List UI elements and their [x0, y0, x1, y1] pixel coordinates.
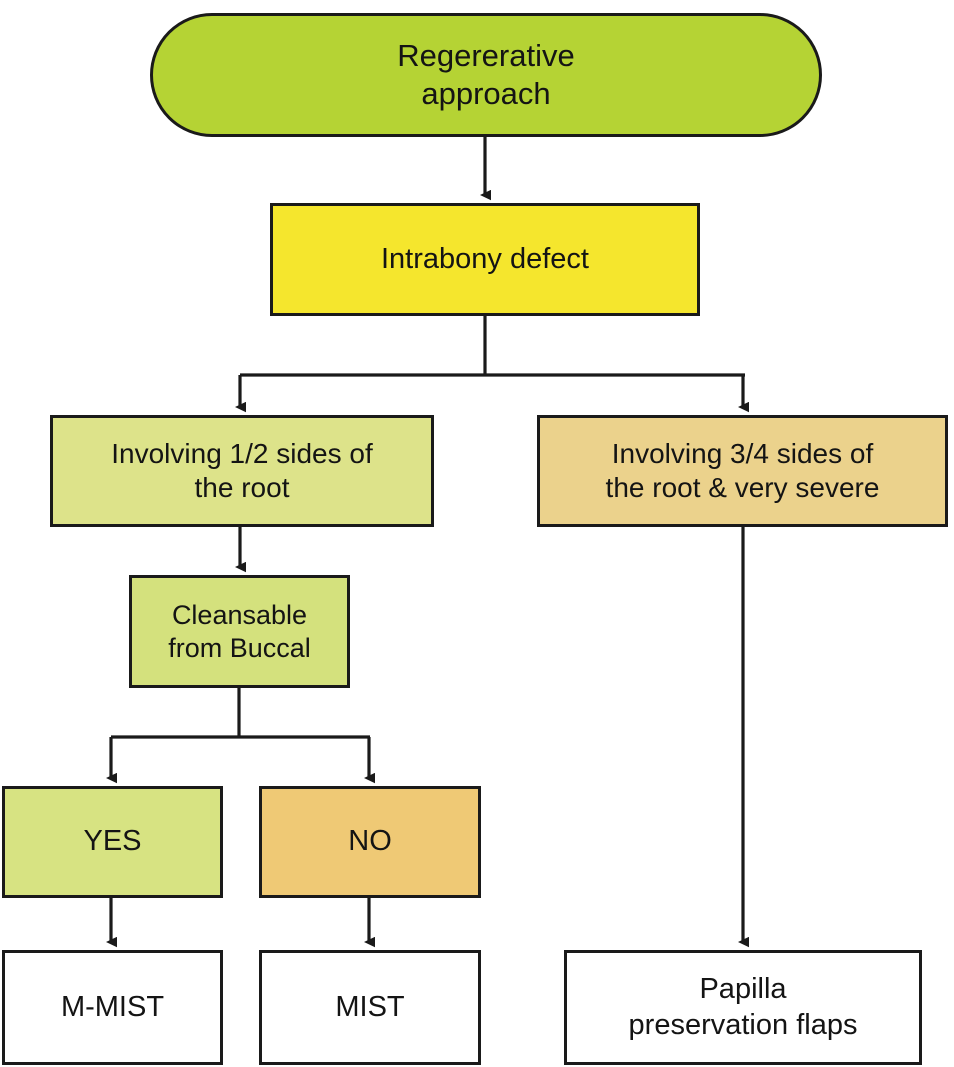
node-regererative-approach[interactable]: Regererative approach: [150, 13, 822, 137]
edge-intrabony-split: [235, 316, 749, 413]
node-yes[interactable]: YES: [2, 786, 223, 898]
node-no[interactable]: NO: [259, 786, 481, 898]
node-involving-3-4-sides[interactable]: Involving 3/4 sides of the root & very s…: [537, 415, 948, 527]
edge-cleansable-split: [106, 688, 375, 784]
node-label-no: NO: [348, 825, 392, 858]
node-label-regererative-approach: Regererative approach: [397, 38, 575, 111]
node-label-papilla-preservation-flaps: Papilla preservation flaps: [628, 973, 858, 1041]
node-involving-1-2-sides[interactable]: Involving 1/2 sides of the root: [50, 415, 434, 527]
node-mist[interactable]: MIST: [259, 950, 481, 1065]
node-label-involving-3-4-sides: Involving 3/4 sides of the root & very s…: [605, 437, 880, 503]
node-label-intrabony-defect: Intrabony defect: [381, 242, 589, 275]
node-label-cleansable-from-buccal: Cleansable from Buccal: [168, 599, 311, 663]
node-label-yes: YES: [83, 825, 142, 858]
node-intrabony-defect[interactable]: Intrabony defect: [270, 203, 700, 316]
node-label-m-mist: M-MIST: [60, 990, 165, 1023]
node-label-mist: MIST: [335, 990, 405, 1023]
node-m-mist[interactable]: M-MIST: [2, 950, 223, 1065]
node-label-involving-1-2-sides: Involving 1/2 sides of the root: [111, 437, 373, 503]
node-cleansable-from-buccal[interactable]: Cleansable from Buccal: [129, 575, 350, 688]
node-papilla-preservation-flaps[interactable]: Papilla preservation flaps: [564, 950, 922, 1065]
